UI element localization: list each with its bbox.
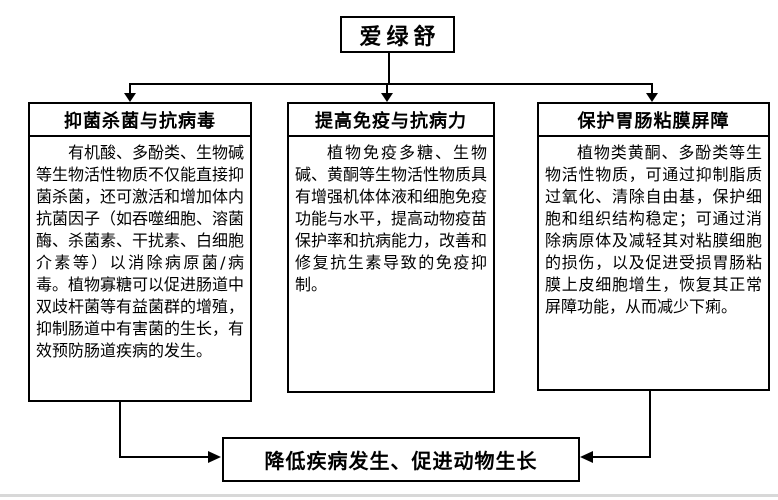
branch-immunity-body: 植物免疫多糖、生物碱、黄酮等生物活性物质具有增强机体体液和细胞免疫功能与水平，提…: [295, 143, 488, 294]
arrow-left-icon: [580, 451, 593, 463]
connector-top-horizontal: [129, 83, 653, 85]
root-box: 爱绿舒: [340, 16, 455, 53]
connector-right-vertical: [649, 391, 651, 458]
branch-immunity-box: 提高免疫与抗病力 植物免疫多糖、生物碱、黄酮等生物活性物质具有增强机体体液和细胞…: [287, 102, 495, 393]
connector-drop-mucosa: [651, 83, 653, 94]
arrow-down-icon: [124, 93, 136, 102]
arrow-down-icon: [381, 93, 393, 102]
branch-mucosa-box: 保护胃肠粘膜屏障 植物类黄酮、多酚类等生物活性物质，可通过抑制脂质过氧化、清除自…: [537, 102, 770, 391]
arrow-right-icon: [208, 451, 221, 463]
connector-drop-immunity: [386, 83, 388, 94]
branch-mucosa-body: 植物类黄酮、多酚类等生物活性物质，可通过抑制脂质过氧化、清除自由基，保护细胞和组…: [545, 143, 762, 316]
root-label: 爱绿舒: [359, 24, 441, 50]
connector-root-stub: [388, 53, 390, 83]
branch-immunity-header: 提高免疫与抗病力: [289, 104, 493, 137]
connector-right-horizontal: [593, 456, 651, 458]
connector-left-horizontal: [119, 456, 208, 458]
outcome-label: 降低疾病发生、促进动物生长: [264, 449, 538, 473]
branch-antibacterial-box: 抑菌杀菌与抗病毒 有机酸、多酚类、生物碱等生物活性物质不仅能直接抑菌杀菌，还可激…: [28, 102, 252, 402]
connector-left-vertical: [119, 402, 121, 458]
branch-mucosa-header: 保护胃肠粘膜屏障: [539, 104, 768, 137]
branch-antibacterial-body: 有机酸、多酚类、生物碱等生物活性物质不仅能直接抑菌杀菌，还可激活和增加体内抗菌因…: [36, 143, 245, 360]
arrow-down-icon: [646, 93, 658, 102]
branch-antibacterial-header: 抑菌杀菌与抗病毒: [30, 104, 250, 137]
outcome-box: 降低疾病发生、促进动物生长: [222, 437, 580, 482]
connector-drop-antibacterial: [129, 83, 131, 94]
page-edge-divider: [0, 494, 778, 497]
